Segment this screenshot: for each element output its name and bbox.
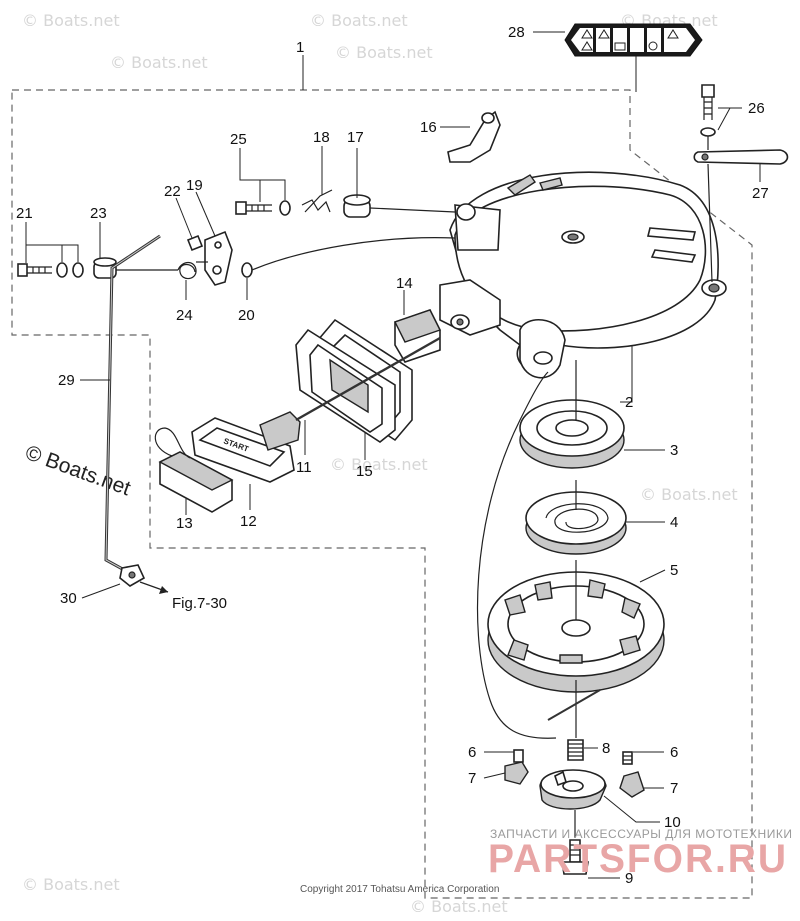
pawl-right: [619, 771, 645, 798]
assembly-boundary: [11, 89, 753, 899]
label-10: 10: [664, 814, 681, 831]
spring-8: [567, 739, 584, 761]
rope-path: [476, 371, 557, 739]
guide-17: [369, 207, 456, 213]
rope-end: [154, 427, 191, 459]
footer-tagline: ЗАПЧАСТИ И АКСЕССУАРЫ ДЛЯ МОТОТЕХНИКИ: [490, 827, 792, 841]
rope-guide-plate: [295, 328, 396, 443]
spring-6-left: [513, 749, 524, 763]
watermark-text: © Boats.net: [110, 53, 208, 72]
label-21: 21: [16, 205, 33, 222]
label-18: 18: [313, 129, 330, 146]
copyright-text: Copyright 2017 Tohatsu America Corporati…: [300, 884, 499, 895]
rod-clip: [119, 564, 146, 587]
label-8: 8: [602, 740, 610, 757]
leader-19: [195, 191, 216, 237]
label-22: 22: [164, 183, 181, 200]
friction-plate: [539, 769, 607, 810]
strap: [693, 149, 789, 165]
lever: [447, 110, 501, 163]
label-7-right: 7: [670, 780, 678, 797]
label-12: 12: [240, 513, 257, 530]
leader-25: [239, 148, 286, 202]
label-26: 26: [748, 100, 765, 117]
leader-22: [175, 197, 193, 239]
label-28: 28: [508, 24, 525, 41]
starter-case: [439, 171, 727, 379]
part-labels: 1 2 3 4 5 6 6 7 7 8 9 10 11 12 13 14 15 …: [16, 24, 769, 887]
clip: [186, 234, 204, 252]
label-17: 17: [347, 129, 364, 146]
label-11: 11: [296, 459, 312, 476]
watermark-large: © Boats.net: [22, 441, 133, 500]
label-16: 16: [420, 119, 437, 136]
label-1: 1: [296, 39, 304, 56]
collar: [343, 194, 371, 218]
watermark-text: © Boats.net: [335, 43, 433, 62]
figure-reference: Fig.7-30: [172, 595, 227, 612]
starter-rod: [104, 234, 161, 574]
torsion-spring: [177, 261, 208, 280]
label-25: 25: [230, 131, 247, 148]
rope-tail: [547, 689, 601, 721]
label-9: 9: [625, 870, 633, 887]
label-15: 15: [356, 463, 373, 480]
bolt-9: [561, 839, 589, 875]
watermark-text: © Boats.net: [640, 485, 738, 504]
label-29: 29: [58, 372, 75, 389]
rope-guide-block: [394, 309, 441, 363]
watermark-text: © Boats.net: [330, 455, 428, 474]
spring-6-right: [622, 751, 633, 765]
label-27: 27: [752, 185, 769, 202]
leader-5: [639, 569, 666, 583]
label-7-left: 7: [468, 770, 476, 787]
label-19: 19: [186, 177, 203, 194]
label-23: 23: [90, 205, 107, 222]
washer-20: [241, 262, 253, 278]
leader-26: [717, 107, 742, 131]
leader-2: [620, 346, 633, 403]
leader-10: [603, 795, 660, 823]
pawl-left: [504, 761, 529, 785]
label-6-right: 6: [670, 744, 678, 761]
label-13: 13: [176, 515, 193, 532]
label-5: 5: [670, 562, 678, 579]
spring-cover: [519, 399, 625, 469]
leader-21: [25, 222, 79, 263]
starter-handle: START: [191, 411, 301, 483]
label-2: 2: [625, 394, 633, 411]
label-30: 30: [60, 590, 77, 607]
warning-decal: [564, 23, 703, 57]
link-plate: [204, 230, 233, 286]
label-6-left: 6: [468, 744, 476, 761]
leader-7a: [483, 772, 506, 779]
axis-26: [707, 136, 713, 283]
bolt-21: [17, 262, 84, 278]
footer-brand-logo: PARTSFOR.RU: [488, 837, 788, 881]
label-14: 14: [396, 275, 413, 292]
watermark-text: © Boats.net: [310, 11, 408, 30]
watermark-text: © Boats.net: [410, 897, 508, 916]
recoil-spring: [525, 491, 627, 555]
bolt-26: [700, 84, 716, 137]
label-24: 24: [176, 307, 193, 324]
starter-rod-inner: [105, 235, 161, 573]
watermark-text: © Boats.net: [22, 11, 120, 30]
starter-rope: [295, 336, 441, 422]
guide-20: [251, 237, 456, 271]
bolt-25: [235, 200, 291, 216]
arrow-head: [159, 586, 168, 594]
watermark-text: © Boats.net: [22, 875, 120, 894]
label-4: 4: [670, 514, 678, 531]
label-3: 3: [670, 442, 678, 459]
spring-18: [301, 189, 333, 213]
handle-insert: [158, 451, 234, 513]
label-20: 20: [238, 307, 255, 324]
leader-30: [81, 583, 121, 599]
